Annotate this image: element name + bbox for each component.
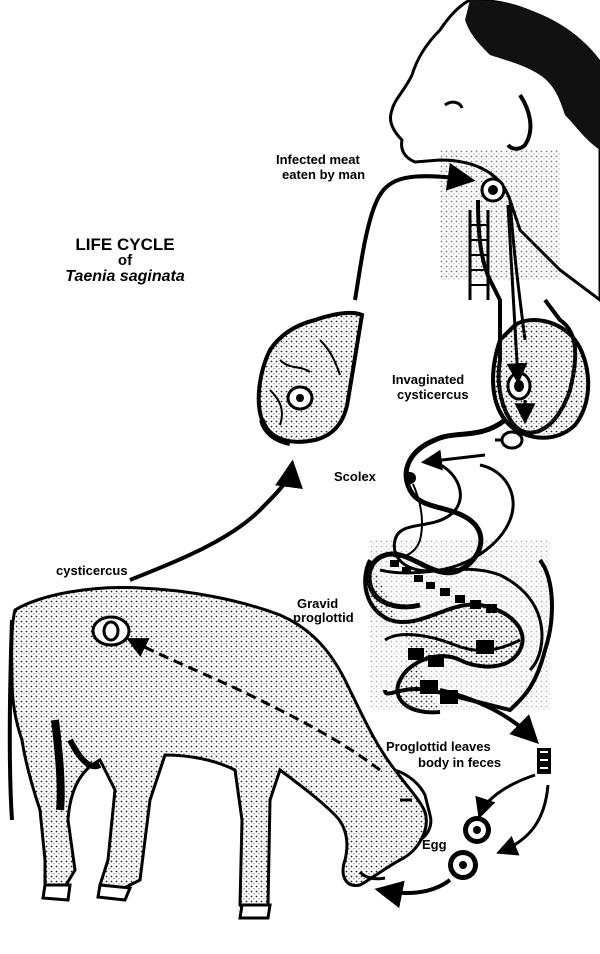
arrow-esophagus-down xyxy=(506,204,528,385)
title-line-3: Taenia saginata xyxy=(65,268,185,285)
arrow-egg-to-cow xyxy=(374,878,452,909)
arrow-to-feces xyxy=(439,688,539,744)
cow-illustration xyxy=(7,586,433,920)
arrow-cow-to-meat xyxy=(129,459,303,582)
label-egg: Egg xyxy=(422,837,447,852)
title-line-2: of xyxy=(117,252,133,269)
arrow-meat-to-man xyxy=(353,162,476,301)
proglottid-feces-illustration xyxy=(537,748,551,774)
title-line-1: LIFE CYCLE xyxy=(75,235,175,254)
eggs-illustration xyxy=(448,816,491,880)
meat-steak-illustration xyxy=(256,310,365,446)
label-cysticercus-cow: cysticercus xyxy=(56,563,128,578)
cycle-arrows xyxy=(126,162,550,909)
arrow-to-scolex xyxy=(420,449,486,471)
diagram-title: LIFE CYCLE of Taenia saginata xyxy=(20,236,230,286)
label-eaten-by-man: eaten by man xyxy=(282,167,366,182)
human-head-illustration xyxy=(388,0,600,302)
arrow-feces-to-egg xyxy=(475,773,536,819)
label-gravid: Gravid xyxy=(297,596,339,611)
label-cysticercus-stage: cysticercus xyxy=(397,387,469,402)
arrow-feces-to-egg-2 xyxy=(496,784,550,856)
label-proglottid: proglottid xyxy=(293,610,354,625)
label-body-in-feces: body in feces xyxy=(418,755,502,770)
label-scolex: Scolex xyxy=(334,469,376,484)
label-proglottid-leaves: Proglottid leaves xyxy=(386,739,491,754)
label-infected-meat: Infected meat xyxy=(276,152,360,167)
label-invaginated: Invaginated xyxy=(392,372,465,387)
